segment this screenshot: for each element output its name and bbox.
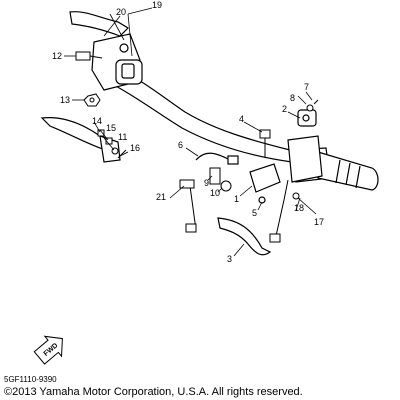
part-label-14: 14 xyxy=(92,116,102,126)
bracket-1 xyxy=(249,163,281,204)
nut-13 xyxy=(83,93,101,107)
part-label-7: 7 xyxy=(304,82,309,92)
part-label-15: 15 xyxy=(106,123,116,133)
part-label-18: 18 xyxy=(294,203,304,213)
bolt-4 xyxy=(259,129,271,158)
part-label-2: 2 xyxy=(282,104,287,114)
switch-9-10 xyxy=(209,167,232,192)
part-label-13: 13 xyxy=(60,95,70,105)
diagram-code: 5GF1110-9390 xyxy=(4,375,57,384)
copyright-notice: ©2013 Yamaha Motor Corporation, U.S.A. A… xyxy=(4,386,303,398)
part-label-17: 17 xyxy=(314,217,324,227)
part-label-16: 16 xyxy=(130,143,140,153)
part-label-20: 20 xyxy=(116,7,126,17)
bolt-7-8 xyxy=(306,99,319,112)
part-label-4: 4 xyxy=(239,114,244,124)
part-label-1: 1 xyxy=(234,194,239,204)
part-label-8: 8 xyxy=(290,93,295,103)
part-label-9: 9 xyxy=(204,178,209,188)
wire-17-18 xyxy=(269,179,300,243)
part-label-6: 6 xyxy=(178,140,183,150)
part-label-21: 21 xyxy=(156,192,166,202)
part-label-12: 12 xyxy=(52,51,62,61)
part-label-19: 19 xyxy=(152,0,162,10)
leader-lines xyxy=(64,7,317,257)
brake-lever-3 xyxy=(217,217,272,256)
right-switch-housing xyxy=(287,109,323,183)
part-label-3: 3 xyxy=(227,254,232,264)
left-switch-assembly xyxy=(91,33,143,91)
part-label-11: 11 xyxy=(118,132,127,142)
fwd-arrow-icon: FWD xyxy=(33,335,63,365)
wire-21 xyxy=(179,179,197,233)
part-label-10: 10 xyxy=(210,188,220,198)
small-fasteners-left xyxy=(97,129,127,159)
cable-6 xyxy=(195,152,239,165)
part-label-5: 5 xyxy=(252,208,257,218)
right-grip xyxy=(317,151,379,191)
